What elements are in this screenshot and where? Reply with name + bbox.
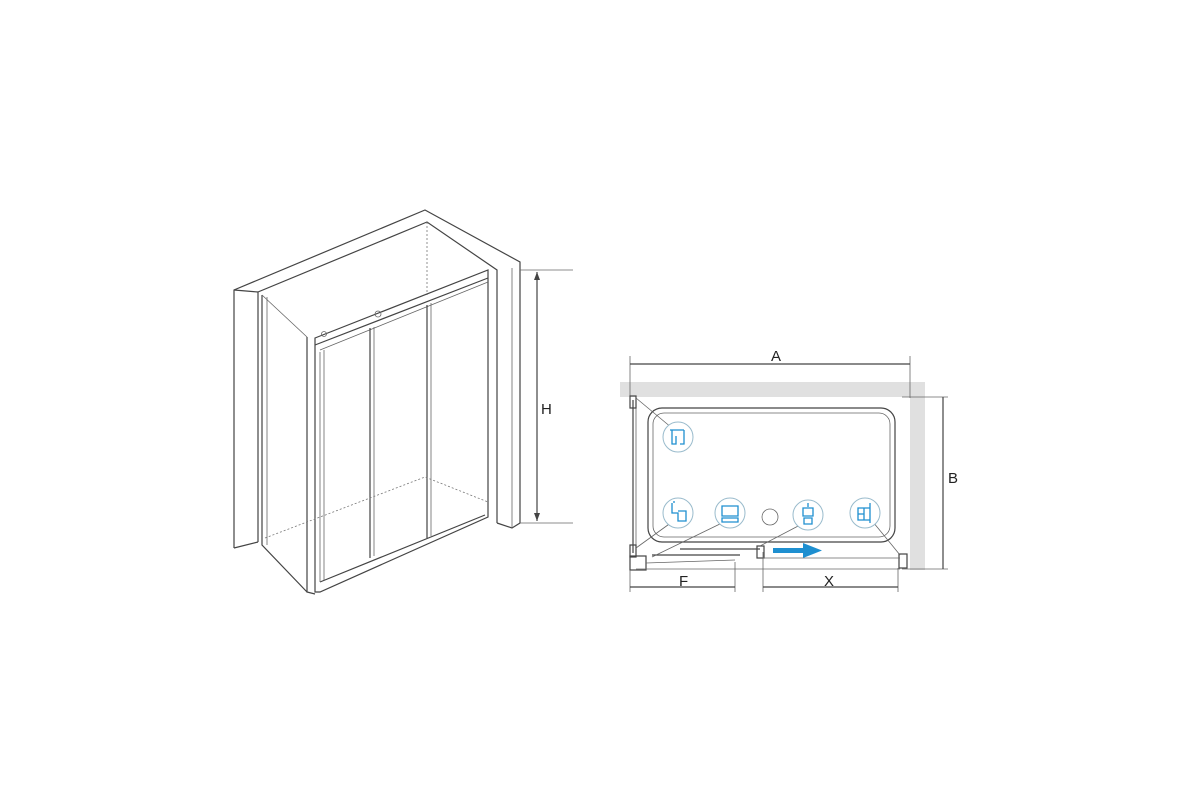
fixed-panel-dimension: F (629, 562, 736, 592)
handle-detail-icon (792, 499, 824, 531)
depth-dimension: B (902, 396, 958, 570)
top-rail (314, 277, 489, 346)
depth-label: B (948, 470, 958, 487)
back-wall (233, 209, 521, 549)
width-dimension: A (629, 348, 911, 400)
floor-outline (264, 476, 489, 539)
end-profile-detail-icon (849, 497, 881, 529)
shower-tray (647, 407, 896, 543)
height-label: H (541, 401, 552, 418)
back-wall-band (620, 382, 925, 397)
top-profile-detail-icon (662, 421, 694, 453)
width-label: A (771, 348, 781, 365)
drain-icon (761, 508, 779, 526)
opening-label: X (824, 573, 834, 590)
height-dimension: H (520, 269, 573, 524)
detail-callouts (635, 397, 901, 558)
side-wall-band (910, 382, 925, 570)
plan-view: A B F (620, 348, 958, 592)
bottom-rail (319, 514, 486, 583)
slide-direction-arrow-icon (773, 543, 822, 558)
isometric-view: H (233, 209, 573, 595)
sliding-doors (306, 269, 489, 595)
roller-detail-icon (714, 497, 746, 529)
fixed-panel-label: F (679, 573, 688, 590)
opening-dimension: X (762, 552, 899, 592)
roller-icon (374, 310, 382, 318)
roller-icon (321, 331, 327, 337)
side-panel (261, 294, 308, 593)
